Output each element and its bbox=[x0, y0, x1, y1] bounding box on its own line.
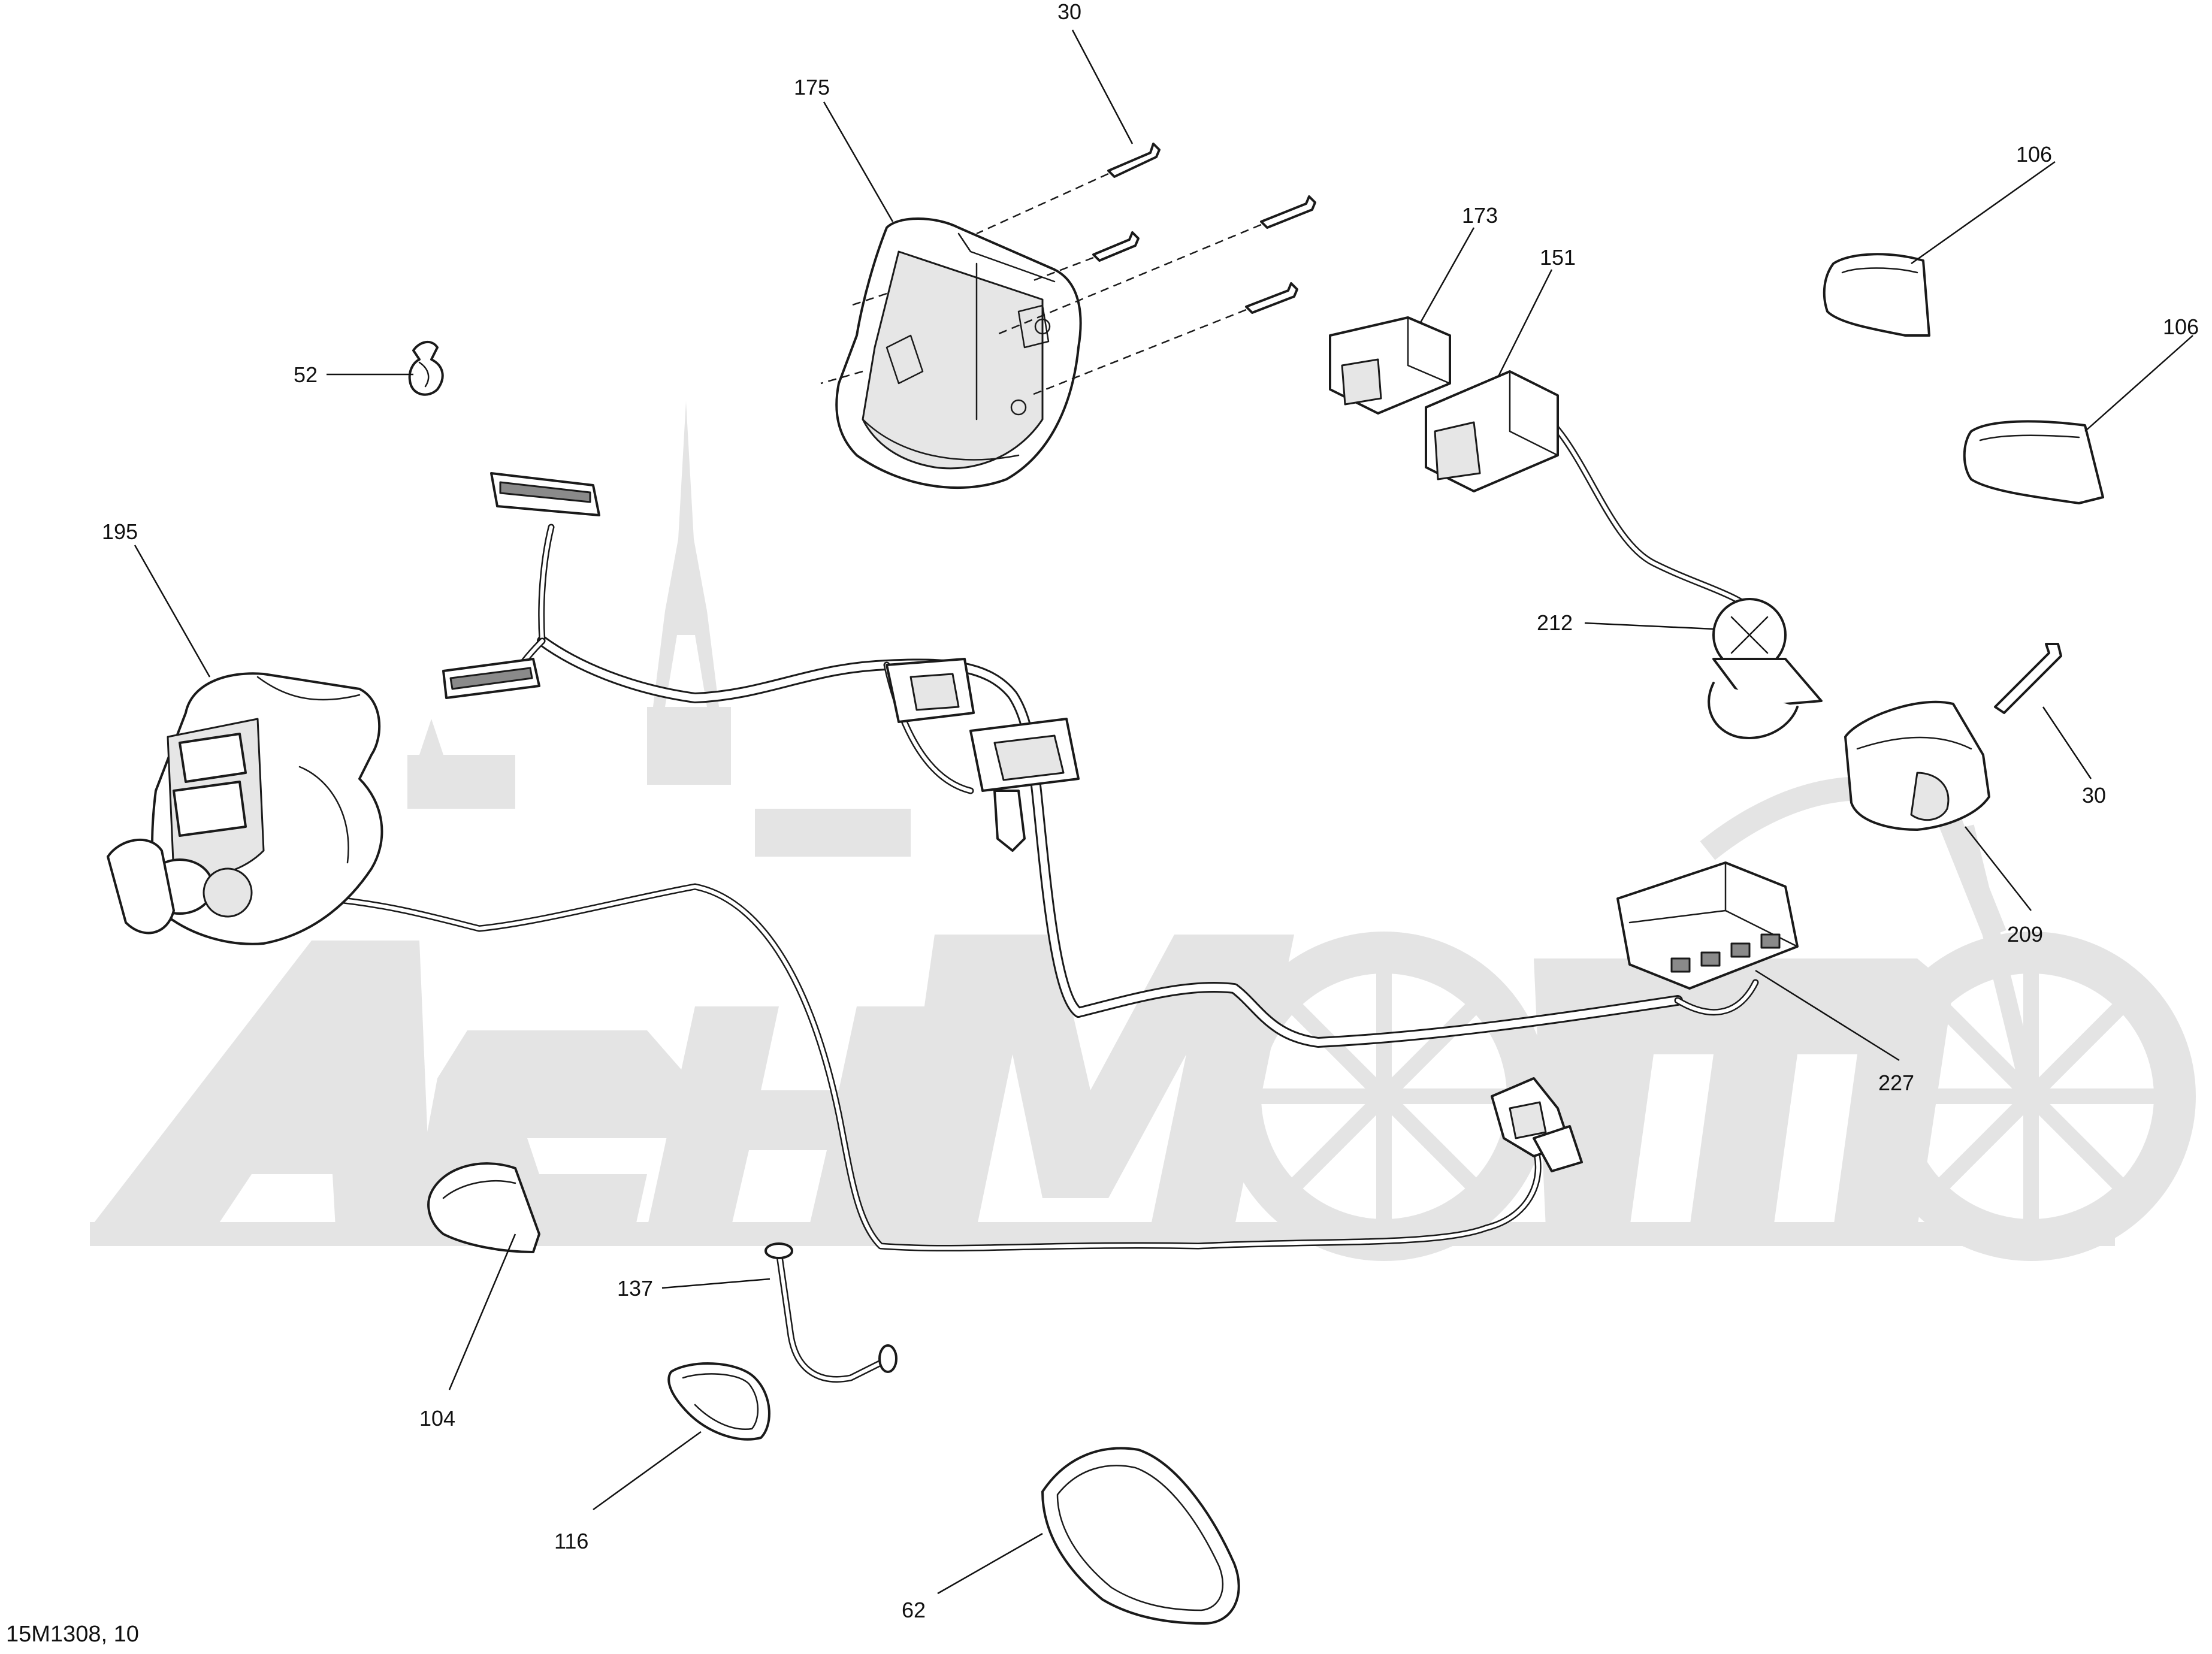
part-137-hose bbox=[764, 1242, 898, 1383]
connector-mid-2-clip bbox=[993, 790, 1026, 852]
screw-2 bbox=[1092, 231, 1140, 262]
leader-30-top bbox=[1071, 29, 1134, 144]
screw-axis-left-2 bbox=[820, 370, 863, 385]
callout-212: 212 bbox=[1537, 610, 1573, 635]
callouts: 30 175 173 151 106 106 52 195 212 30 209… bbox=[102, 0, 2199, 1622]
callout-106-lower: 106 bbox=[2163, 315, 2199, 339]
leader-62 bbox=[937, 1532, 1043, 1595]
switch-button-middle bbox=[173, 781, 247, 837]
screw-2-axis bbox=[1030, 256, 1094, 283]
watermark-letters-oto bbox=[1534, 958, 1953, 1228]
screw-3 bbox=[1260, 195, 1316, 229]
part-106-clamps bbox=[1823, 253, 2104, 504]
callout-116: 116 bbox=[554, 1529, 588, 1553]
callout-209: 209 bbox=[2007, 922, 2043, 947]
part-173-connector bbox=[1329, 316, 1451, 415]
module-port-1 bbox=[1670, 957, 1691, 973]
connector-mid-1-face bbox=[909, 673, 960, 711]
callout-104: 104 bbox=[419, 1406, 455, 1431]
switch-lever bbox=[107, 838, 175, 935]
middle-connectors bbox=[886, 658, 1080, 852]
leader-116 bbox=[593, 1431, 702, 1511]
leader-151 bbox=[1497, 269, 1553, 378]
part-116-ring bbox=[667, 1362, 770, 1441]
module-port-3 bbox=[1730, 942, 1751, 958]
callout-195: 195 bbox=[102, 519, 138, 544]
callout-137: 137 bbox=[617, 1276, 653, 1301]
leader-209 bbox=[1965, 826, 2032, 911]
leader-106-lower bbox=[2084, 335, 2193, 432]
clamp-106-upper bbox=[1823, 253, 1930, 337]
watermark-fork bbox=[1956, 824, 2040, 1099]
callout-62: 62 bbox=[902, 1598, 926, 1622]
part-52-clip bbox=[408, 341, 444, 396]
leader-106-upper bbox=[1911, 161, 2056, 265]
callout-175: 175 bbox=[794, 75, 830, 99]
callout-52: 52 bbox=[294, 362, 318, 387]
watermark-building-right bbox=[755, 809, 911, 857]
part-30-screws bbox=[820, 143, 1316, 397]
screw-1-axis bbox=[976, 173, 1109, 235]
upper-connectors bbox=[442, 472, 600, 699]
watermark-letter-a bbox=[90, 941, 431, 1228]
watermark-building-left bbox=[407, 755, 515, 809]
leader-195 bbox=[134, 545, 211, 678]
leader-137 bbox=[661, 1278, 770, 1289]
part-175-switch-cover bbox=[835, 217, 1082, 489]
screw-4-axis bbox=[1030, 309, 1247, 397]
hose-end-top bbox=[764, 1242, 793, 1259]
callout-173: 173 bbox=[1462, 203, 1498, 228]
switch-button-top bbox=[179, 733, 247, 783]
connector-upper-1-pins bbox=[499, 481, 591, 503]
leader-175 bbox=[823, 101, 894, 222]
leader-104 bbox=[448, 1233, 516, 1390]
leader-30-right bbox=[2042, 706, 2092, 779]
callout-106-upper: 106 bbox=[2016, 142, 2052, 167]
part-212-plug bbox=[1708, 598, 1823, 739]
wiring-harness bbox=[323, 404, 1765, 1252]
connector-upper-2-pins bbox=[449, 667, 533, 690]
connector-mid-2-face bbox=[993, 734, 1065, 781]
module-port-4 bbox=[1760, 933, 1781, 949]
callout-227: 227 bbox=[1878, 1071, 1914, 1095]
part-30-screw-right bbox=[1994, 643, 2062, 714]
leader-227 bbox=[1755, 969, 1900, 1062]
part-227-module bbox=[1616, 861, 1799, 990]
diagram-reference-code: 15M1308, 10 bbox=[6, 1622, 139, 1647]
watermark-tower bbox=[647, 707, 731, 785]
module-port-2 bbox=[1700, 951, 1721, 967]
callout-30-right: 30 bbox=[2082, 783, 2106, 808]
watermark-small-spire bbox=[419, 719, 443, 755]
watermark-baseline bbox=[90, 1222, 2115, 1246]
callout-30-top: 30 bbox=[1057, 0, 1081, 24]
part-62-gasket bbox=[1041, 1447, 1240, 1625]
watermark bbox=[90, 401, 2196, 1261]
callout-151: 151 bbox=[1540, 245, 1576, 270]
part-151-connector bbox=[1425, 370, 1559, 492]
switch-button-small bbox=[203, 867, 253, 918]
watermark-letter-m bbox=[893, 935, 1294, 1228]
part-195-switch-housing bbox=[107, 672, 383, 945]
harness-end-plug bbox=[1491, 1077, 1583, 1172]
leader-173 bbox=[1419, 227, 1475, 324]
screw-1 bbox=[1107, 143, 1161, 178]
watermark-spire bbox=[653, 401, 719, 707]
screw-axis-left-1 bbox=[850, 292, 887, 307]
watermark-letter-h bbox=[647, 1006, 941, 1228]
part-209-switch-block bbox=[1844, 700, 1990, 831]
screw-3-axis bbox=[994, 223, 1262, 337]
screw-4 bbox=[1245, 282, 1298, 314]
clamp-106-lower bbox=[1963, 420, 2104, 504]
leader-212 bbox=[1584, 622, 1714, 630]
hose-end-right bbox=[878, 1344, 898, 1373]
